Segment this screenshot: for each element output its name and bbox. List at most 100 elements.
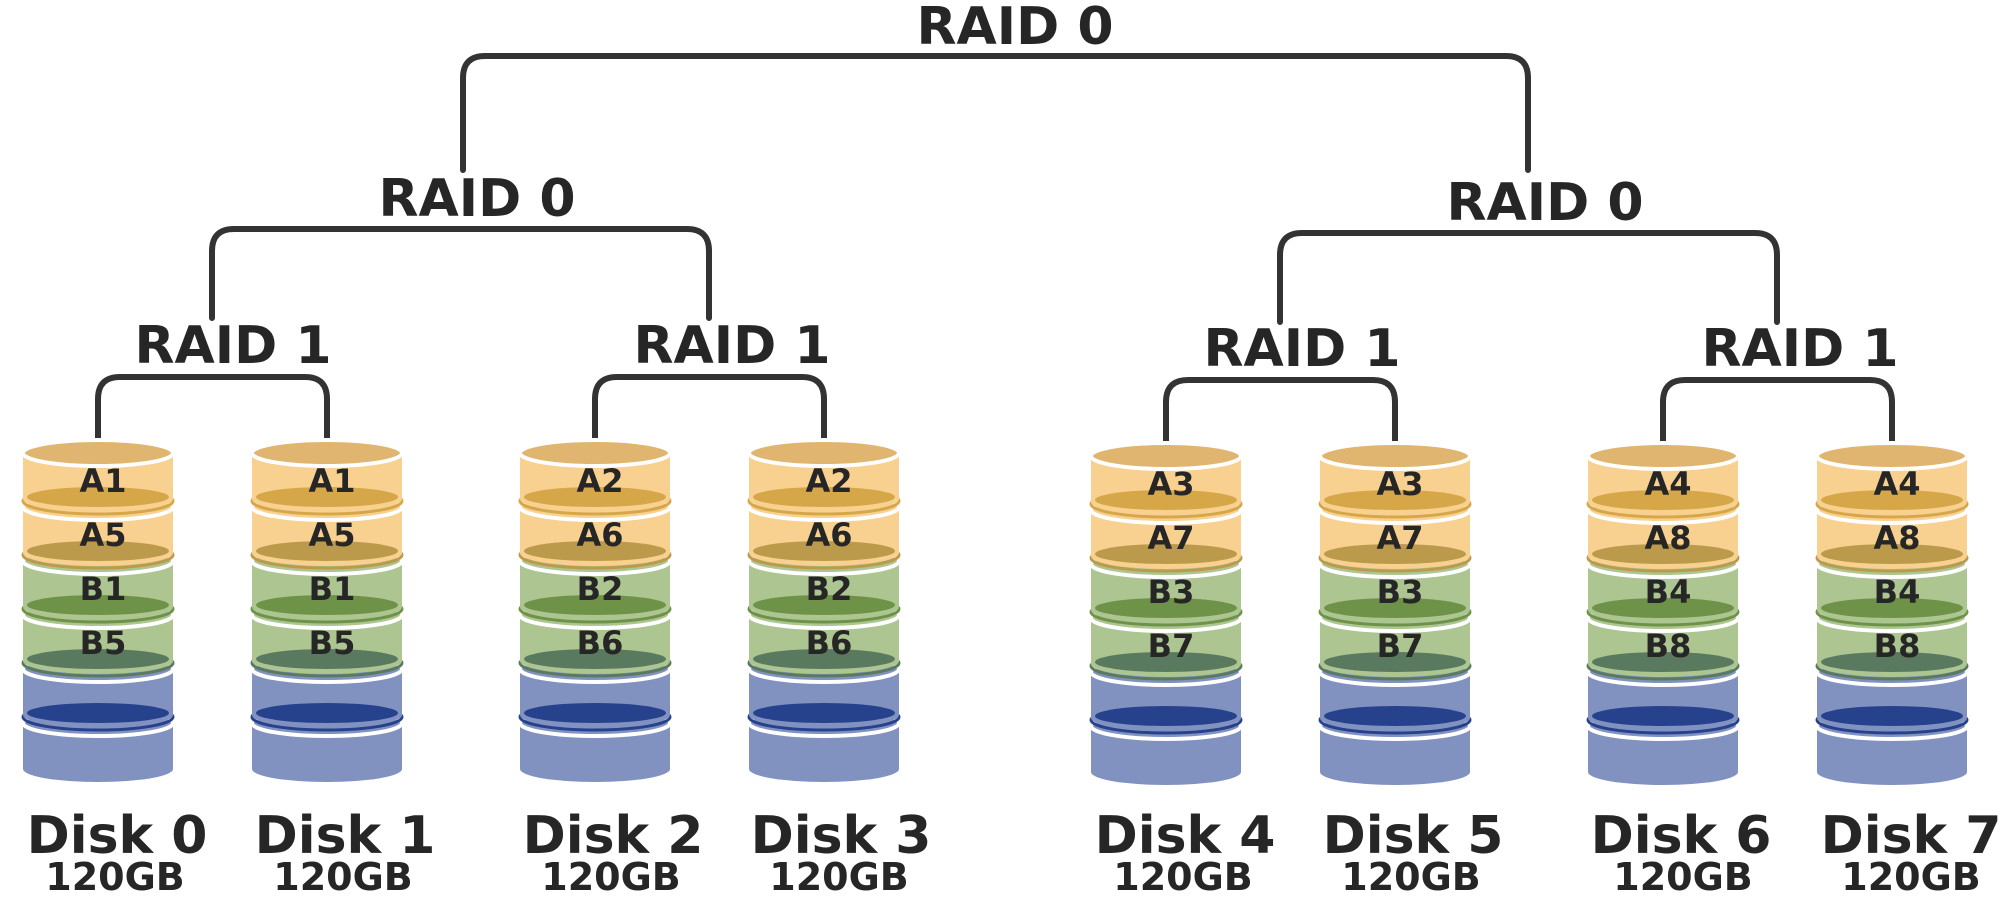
block-label: B3: [1148, 573, 1195, 611]
platter-band: [753, 595, 895, 615]
block-label: B8: [1874, 627, 1921, 665]
block-label: B1: [309, 570, 356, 608]
disk-name: Disk 3: [751, 806, 932, 866]
pair-raid-label: RAID 1: [134, 316, 331, 376]
disk-size: 120GB: [541, 855, 680, 899]
block-label: B6: [806, 624, 853, 662]
platter-body: [1588, 726, 1738, 785]
platter-body: [520, 723, 670, 782]
platter-band: [1821, 598, 1963, 618]
platter-band: [524, 487, 666, 507]
pair-connector: [95, 374, 330, 453]
platter-segment: [1586, 441, 1740, 515]
group-connector: [1277, 230, 1780, 325]
platter-segment: [1815, 705, 1969, 785]
platter-band: [1592, 544, 1734, 564]
disk-name: Disk 0: [27, 806, 208, 866]
block-label: B7: [1377, 627, 1424, 665]
disk-name: Disk 6: [1591, 806, 1772, 866]
platter-band: [27, 487, 169, 507]
platter-segment: [1815, 441, 1969, 515]
block-label: A1: [308, 462, 355, 500]
platter-band: [1592, 490, 1734, 510]
platter-band: [753, 487, 895, 507]
pair-raid-label: RAID 1: [1203, 319, 1400, 379]
disk-name: Disk 1: [255, 806, 436, 866]
platter-segment: [1318, 441, 1472, 515]
platter-band: [1095, 652, 1237, 672]
disk-stacks: A1A5B1B5A1A5B1B5A2A6B2B6A2A6B2B6A3A7B3B7…: [21, 438, 1969, 785]
top-raid-label: RAID 0: [916, 0, 1113, 57]
block-label: A7: [1376, 519, 1423, 557]
platter-band: [1095, 706, 1237, 726]
block-label: A5: [79, 516, 126, 554]
platter-band: [1095, 598, 1237, 618]
block-label: B4: [1874, 573, 1921, 611]
platter-band: [753, 703, 895, 723]
platter-band: [524, 595, 666, 615]
platter-band: [1592, 652, 1734, 672]
disk-size: 120GB: [45, 855, 184, 899]
disk-size: 120GB: [1341, 855, 1480, 899]
disk-name: Disk 2: [523, 806, 704, 866]
group-raid-label: RAID 0: [378, 169, 575, 229]
disk-cap: [1815, 441, 1969, 471]
block-label: A8: [1873, 519, 1920, 557]
platter-band: [256, 595, 398, 615]
top-connector: [460, 53, 1531, 173]
disk-name: Disk 5: [1323, 806, 1504, 866]
disk-size: 120GB: [1841, 855, 1980, 899]
disk-cap: [1318, 441, 1472, 471]
block-label: A2: [576, 462, 623, 500]
platter-segment: [1089, 441, 1243, 515]
block-label: B5: [80, 624, 127, 662]
block-label: A1: [79, 462, 126, 500]
platter-band: [1592, 706, 1734, 726]
platter-band: [27, 703, 169, 723]
disk-name: Disk 4: [1095, 806, 1276, 866]
platter-segment: [518, 438, 672, 512]
platter-body: [749, 723, 899, 782]
block-label: A7: [1147, 519, 1194, 557]
labels: RAID 0 RAID 0 RAID 0 RAID 1 RAID 1 RAID …: [27, 0, 2000, 899]
block-label: B1: [80, 570, 127, 608]
disk-cap: [1586, 441, 1740, 471]
platter-band: [27, 595, 169, 615]
platter-band: [256, 541, 398, 561]
platter-segment: [21, 438, 175, 512]
pair-raid-label: RAID 1: [1701, 319, 1898, 379]
block-label: A3: [1376, 465, 1423, 503]
block-label: A4: [1873, 465, 1920, 503]
platter-segment: [250, 486, 404, 566]
disk-size: 120GB: [1113, 855, 1252, 899]
block-label: B8: [1645, 627, 1692, 665]
platter-band: [753, 649, 895, 669]
platter-band: [256, 703, 398, 723]
disk-cap: [21, 438, 175, 468]
platter-segment: [747, 438, 901, 512]
platter-band: [1324, 706, 1466, 726]
block-label: A8: [1644, 519, 1691, 557]
platter-band: [1592, 598, 1734, 618]
block-label: A4: [1644, 465, 1691, 503]
platter-body: [252, 723, 402, 782]
platter-band: [1821, 652, 1963, 672]
platter-band: [1324, 544, 1466, 564]
group-raid-label: RAID 0: [1446, 173, 1643, 233]
platter-band: [1821, 706, 1963, 726]
block-label: B7: [1148, 627, 1195, 665]
platter-body: [1091, 726, 1241, 785]
block-label: B3: [1377, 573, 1424, 611]
block-label: B2: [806, 570, 853, 608]
disk-cap: [747, 438, 901, 468]
pair-raid-label: RAID 1: [633, 316, 830, 376]
block-label: A3: [1147, 465, 1194, 503]
